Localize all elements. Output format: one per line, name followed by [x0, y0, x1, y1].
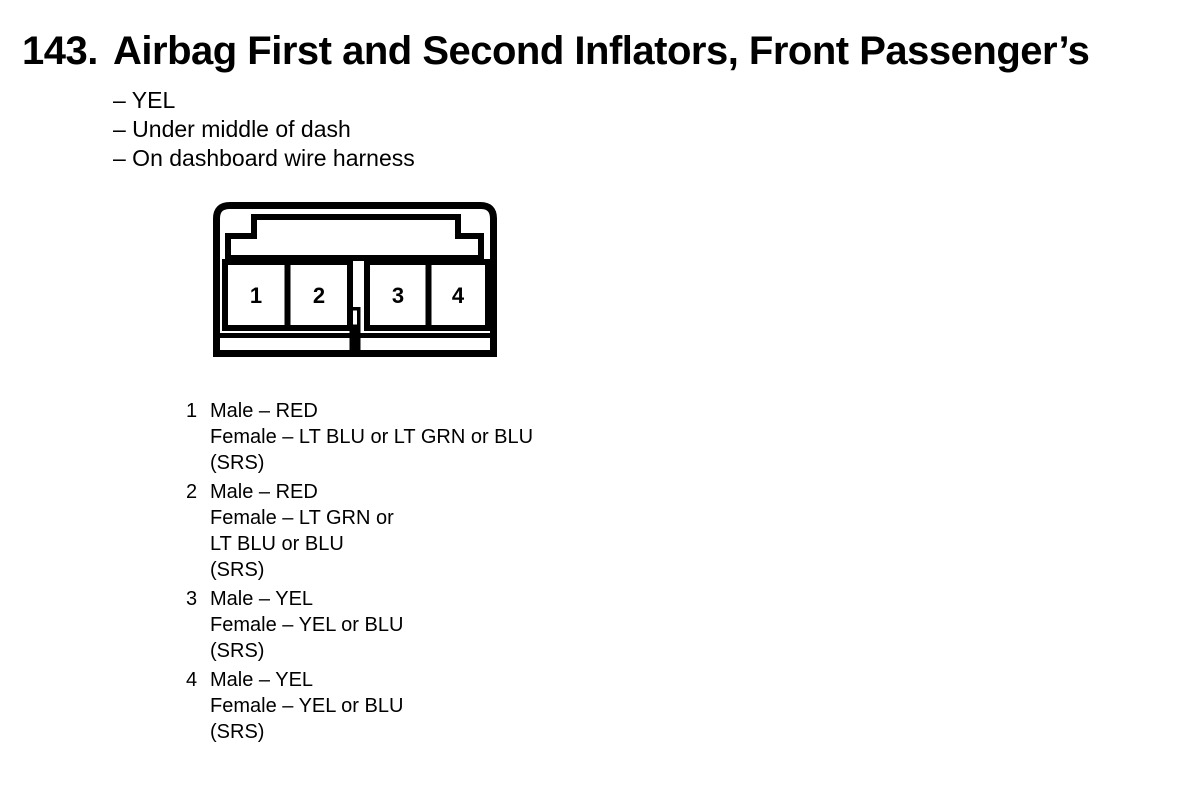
legend-line: Male – YEL [210, 669, 314, 691]
legend-line: Male – RED [210, 400, 318, 422]
connector-diagram: 1 2 3 4 [213, 202, 497, 357]
legend-pin-number: 4 [186, 669, 198, 691]
legend-line: Female – YEL or BLU [210, 695, 404, 717]
page-title: Airbag First and Second Inflators, Front… [113, 29, 1090, 73]
connector-key-rib [225, 214, 484, 261]
pin-label-2: 2 [313, 283, 325, 308]
legend-line: LT BLU or BLU [210, 533, 344, 555]
legend-line: (SRS) [210, 721, 265, 743]
note-wire-color: – YEL [113, 87, 176, 113]
note-harness: – On dashboard wire harness [113, 145, 415, 171]
legend-pin-text: Male – RED Female – LT GRN or LT BLU or … [210, 479, 394, 583]
legend-line: (SRS) [210, 640, 265, 662]
legend-line: Male – YEL [210, 588, 314, 610]
legend-entry-3: 3 Male – YEL Female – YEL or BLU (SRS) [186, 586, 533, 664]
legend-line: (SRS) [210, 452, 265, 474]
legend-pin-text: Male – YEL Female – YEL or BLU (SRS) [210, 586, 403, 664]
connector-notes: – YEL – Under middle of dash – On dashbo… [113, 86, 415, 173]
pin-label-3: 3 [392, 283, 404, 308]
legend-pin-text: Male – RED Female – LT BLU or LT GRN or … [210, 398, 533, 476]
legend-pin-number: 3 [186, 588, 198, 610]
locking-tab-slot [353, 310, 357, 325]
section-number: 143. [22, 29, 98, 73]
pin-legend: 1 Male – RED Female – LT BLU or LT GRN o… [186, 398, 533, 748]
legend-line: Male – RED [210, 481, 318, 503]
pin-label-1: 1 [250, 283, 262, 308]
legend-line: Female – YEL or BLU [210, 614, 404, 636]
legend-pin-number: 2 [186, 481, 198, 503]
pin-label-4: 4 [452, 283, 465, 308]
legend-entry-2: 2 Male – RED Female – LT GRN or LT BLU o… [186, 479, 533, 583]
legend-pin-number: 1 [186, 400, 198, 422]
legend-line: Female – LT BLU or LT GRN or BLU [210, 426, 534, 448]
center-locking-tab [349, 307, 361, 354]
legend-line: (SRS) [210, 559, 265, 581]
note-location: – Under middle of dash [113, 116, 351, 142]
legend-entry-4: 4 Male – YEL Female – YEL or BLU (SRS) [186, 667, 533, 745]
legend-entry-1: 1 Male – RED Female – LT BLU or LT GRN o… [186, 398, 533, 476]
legend-pin-text: Male – YEL Female – YEL or BLU (SRS) [210, 667, 403, 745]
legend-line: Female – LT GRN or [210, 507, 394, 529]
